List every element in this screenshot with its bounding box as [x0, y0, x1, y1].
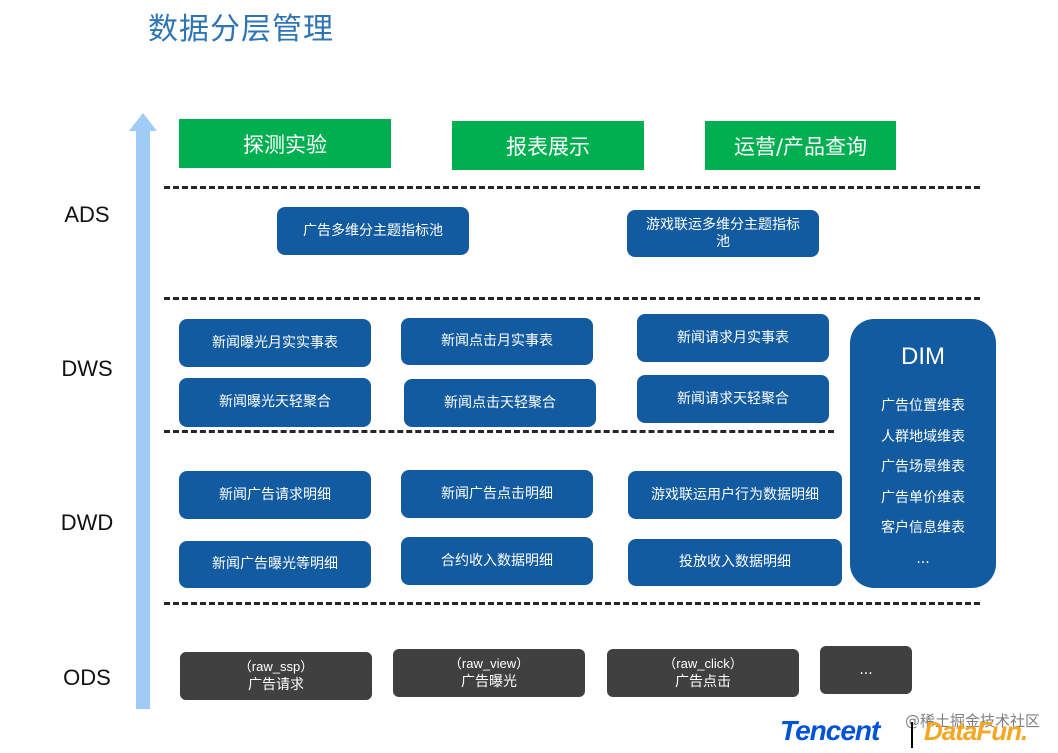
- logo-separator: [911, 722, 913, 748]
- watermark: @稀土掘金技术社区: [904, 712, 1040, 730]
- dim-panel: DIM 广告位置维表 人群地域维表 广告场景维表 广告单价维表 客户信息维表 .…: [850, 319, 996, 588]
- layer-label-ads: ADS: [64, 202, 110, 227]
- dwd-box-news-ad-view: 新闻广告曝光等明细: [179, 541, 371, 588]
- page-title: 数据分层管理: [148, 12, 334, 47]
- dws-box-news-click-day: 新闻点击天轻聚合: [404, 379, 596, 427]
- ods-raw-table: （raw_click）: [663, 656, 743, 671]
- app-box-report: 报表展示: [452, 121, 644, 170]
- dwd-box-news-ad-click: 新闻广告点击明细: [401, 470, 593, 518]
- tencent-logo: Tencent: [780, 715, 880, 746]
- dws-box-news-request-month: 新闻请求月实事表: [637, 314, 829, 362]
- datafun-logo: DataFun.: [924, 716, 1028, 746]
- ads-box-game-metrics: 游戏联运多维分主题指标池: [627, 210, 819, 257]
- dim-item: 广告单价维表: [881, 489, 965, 506]
- layer-arrow-head: [129, 113, 157, 131]
- dim-title: DIM: [901, 343, 945, 370]
- app-box-experiment: 探测实验: [179, 119, 391, 168]
- dim-item: 人群地域维表: [881, 428, 965, 445]
- dwd-box-news-ad-request: 新闻广告请求明细: [179, 471, 371, 519]
- dws-box-news-click-month: 新闻点击月实事表: [401, 318, 593, 365]
- dim-item: 广告场景维表: [881, 459, 965, 475]
- dwd-box-ad-delivery-revenue: 投放收入数据明细: [628, 539, 842, 586]
- app-box-operation-query: 运营/产品查询: [705, 121, 896, 170]
- ods-label: ...: [859, 662, 873, 678]
- ods-box-more: ...: [820, 646, 912, 694]
- layer-arrow-shaft: [136, 127, 150, 709]
- dim-item: ...: [916, 550, 930, 567]
- dwd-box-contract-revenue: 合约收入数据明细: [401, 537, 593, 585]
- layer-label-dwd: DWD: [60, 510, 114, 535]
- ads-box-ad-metrics: 广告多维分主题指标池: [277, 207, 469, 255]
- separator-dws-dwd: [164, 430, 834, 433]
- ods-label: 广告点击: [675, 674, 731, 690]
- layer-label-ods: ODS: [63, 665, 111, 690]
- ods-raw-table: （raw_view）: [448, 656, 530, 671]
- dim-item: 客户信息维表: [881, 520, 965, 536]
- dws-box-news-view-month: 新闻曝光月实实事表: [179, 319, 371, 367]
- separator-ads-dws: [164, 297, 980, 300]
- ods-label: 广告请求: [248, 677, 304, 693]
- ods-box-raw-view: （raw_view） 广告曝光: [393, 649, 585, 697]
- ods-box-raw-click: （raw_click） 广告点击: [607, 649, 799, 697]
- dws-box-news-request-day: 新闻请求天轻聚合: [637, 375, 829, 423]
- separator-dwd-ods: [164, 602, 980, 605]
- layer-label-dws: DWS: [61, 356, 113, 381]
- dwd-box-game-user-behavior: 游戏联运用户行为数据明细: [628, 471, 842, 519]
- separator-app-ads: [164, 186, 980, 189]
- dim-list: 广告位置维表 人群地域维表 广告场景维表 广告单价维表 客户信息维表 ...: [850, 391, 996, 574]
- dim-item: 广告位置维表: [881, 398, 965, 414]
- ods-box-raw-ssp: （raw_ssp） 广告请求: [180, 652, 372, 700]
- ods-raw-table: （raw_ssp）: [238, 659, 314, 674]
- dws-box-news-view-day: 新闻曝光天轻聚合: [179, 378, 371, 427]
- ods-label: 广告曝光: [461, 674, 517, 690]
